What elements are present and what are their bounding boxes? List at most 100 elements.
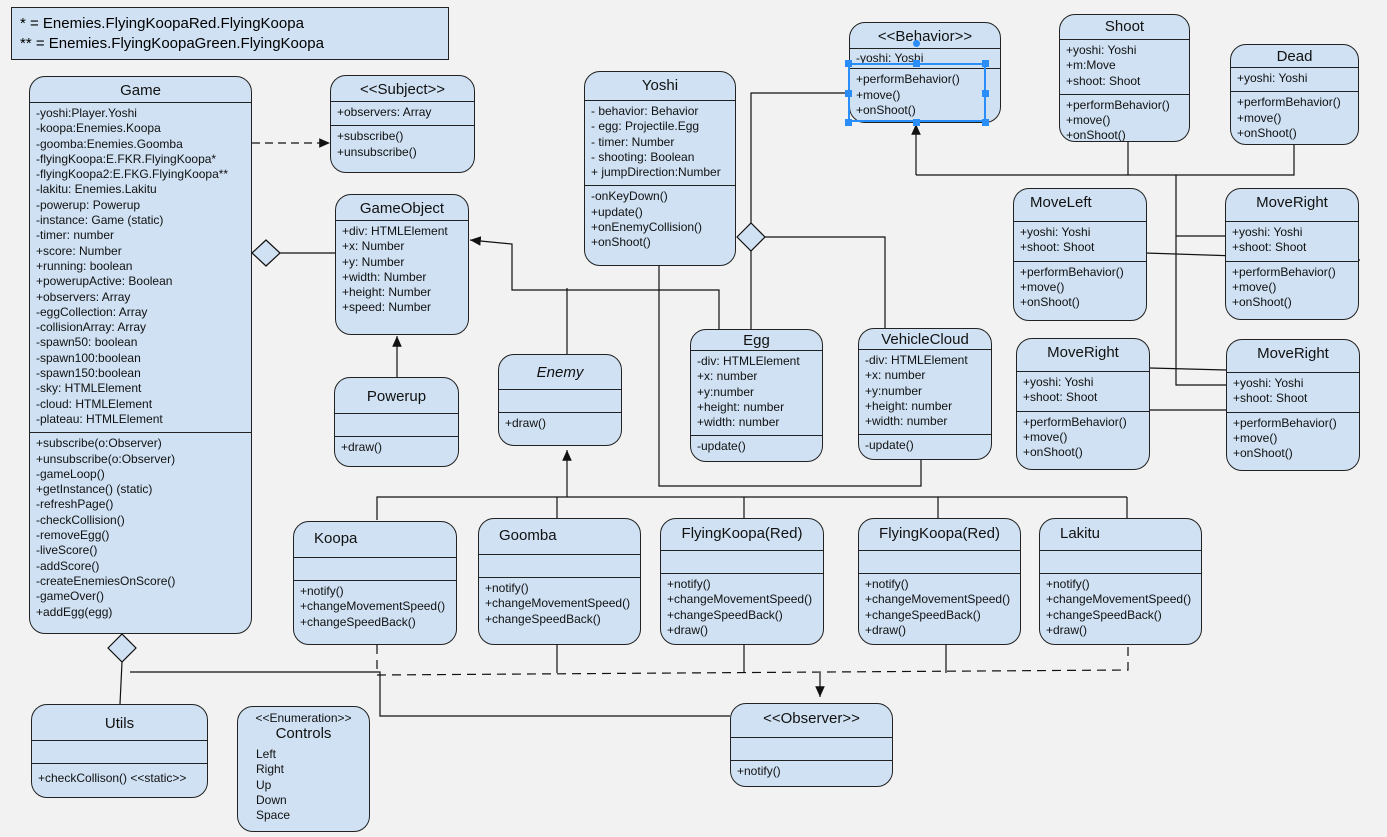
- class-title: Lakitu: [1060, 525, 1101, 542]
- selection-handle[interactable]: [982, 60, 989, 67]
- member-line: +height: Number: [342, 285, 432, 300]
- methods-section: -update(): [859, 434, 991, 458]
- class-dead[interactable]: Dead +yoshi: Yoshi +performBehavior()+mo…: [1230, 44, 1359, 145]
- member-line: +changeSpeedBack(): [1046, 607, 1162, 622]
- member-line: -cloud: HTMLElement: [36, 396, 153, 411]
- member-line: -sky: HTMLElement: [36, 381, 142, 396]
- member-line: +observers: Array: [36, 289, 131, 304]
- attributes-section: [479, 554, 640, 577]
- methods-section: +draw(): [499, 412, 621, 436]
- selection-outline[interactable]: [848, 63, 986, 122]
- member-line: +observers: Array: [337, 105, 432, 119]
- member-line: +powerupActive: Boolean: [36, 274, 173, 289]
- class-title: GameObject: [359, 200, 445, 217]
- class-stereotype: <<Observer>>: [763, 710, 860, 727]
- rotate-handle[interactable]: [913, 40, 920, 47]
- member-line: +yoshi: Yoshi: [1237, 71, 1308, 85]
- class-goomba[interactable]: Goomba +notify()+changeMovementSpeed()+c…: [478, 518, 641, 645]
- methods-section: +notify()+changeMovementSpeed()+changeSp…: [479, 577, 640, 632]
- member-line: -div: HTMLElement: [865, 353, 968, 367]
- member-line: +shoot: Shoot: [1232, 240, 1307, 255]
- class-title: Dead: [1276, 48, 1313, 65]
- class-lakitu[interactable]: Lakitu +notify()+changeMovementSpeed()+c…: [1039, 518, 1202, 645]
- member-line: +notify(): [667, 577, 711, 591]
- member-line: -yoshi:Player.Yoshi: [36, 106, 137, 120]
- methods-section: +notify()+changeMovementSpeed()+changeSp…: [294, 580, 456, 635]
- egg-inheritance: [469, 236, 720, 329]
- class-koopa[interactable]: Koopa +notify()+changeMovementSpeed()+ch…: [293, 521, 457, 645]
- selection-handle[interactable]: [982, 119, 989, 126]
- member-line: +move(): [1237, 110, 1282, 125]
- selection-handle[interactable]: [845, 90, 852, 97]
- attributes-section: -div: HTMLElement+x: number+y:number+hei…: [691, 350, 822, 435]
- methods-section: +performBehavior()+move()+onShoot(): [1227, 411, 1359, 467]
- selection-handle[interactable]: [982, 90, 989, 97]
- member-line: +performBehavior(): [856, 72, 960, 87]
- member-line: +yoshi: Yoshi: [1233, 376, 1304, 390]
- class-moveright-bottom[interactable]: MoveRight +yoshi: Yoshi+shoot: Shoot +pe…: [1226, 339, 1360, 471]
- attributes-section: [1040, 550, 1201, 573]
- selection-handle[interactable]: [913, 119, 920, 126]
- member-line: -spawn50: boolean: [36, 335, 138, 350]
- methods-section: +notify()+changeMovementSpeed()+changeSp…: [1040, 573, 1201, 643]
- member-line: +y:number: [697, 384, 755, 399]
- class-title: Koopa: [314, 530, 358, 547]
- selection-handle[interactable]: [845, 119, 852, 126]
- member-line: +onShoot(): [1023, 445, 1083, 460]
- member-line: +performBehavior(): [1023, 414, 1127, 429]
- member-line: +changeSpeedBack(): [865, 607, 981, 622]
- class-flyingkoopa-red-1[interactable]: FlyingKoopa(Red) +notify()+changeMovemen…: [660, 518, 824, 645]
- class-subject[interactable]: <<Subject>> +observers: Array +subscribe…: [330, 75, 475, 173]
- class-vehiclecloud[interactable]: VehicleCloud -div: HTMLElement+x: number…: [858, 328, 992, 460]
- member-line: +width: Number: [342, 269, 427, 284]
- member-line: +draw(): [341, 440, 383, 454]
- class-moveleft[interactable]: MoveLeft +yoshi: Yoshi+shoot: Shoot +per…: [1013, 188, 1147, 321]
- class-egg[interactable]: Egg -div: HTMLElement+x: number+y:number…: [690, 329, 823, 462]
- member-line: +draw(): [865, 622, 907, 637]
- interface-observer[interactable]: <<Observer>> +notify(): [730, 703, 893, 787]
- class-game[interactable]: Game -yoshi:Player.Yoshi-koopa:Enemies.K…: [29, 76, 252, 634]
- methods-section: +notify()+changeMovementSpeed()+changeSp…: [661, 573, 823, 643]
- class-title: Egg: [743, 332, 770, 349]
- class-enemy[interactable]: Enemy +draw(): [498, 354, 622, 446]
- member-line: +move(): [856, 87, 901, 102]
- methods-section: +performBehavior()+move()+onShoot(): [1014, 260, 1146, 316]
- selection-handle[interactable]: [913, 60, 920, 67]
- member-line: +m:Move: [1066, 58, 1116, 73]
- member-line: - shooting: Boolean: [591, 149, 695, 164]
- class-utils[interactable]: Utils +checkCollison() <<static>>: [31, 704, 208, 798]
- class-title: Enemy: [536, 364, 584, 381]
- class-flyingkoopa-red-2[interactable]: FlyingKoopa(Red) +notify()+changeMovemen…: [858, 518, 1021, 645]
- methods-section: +performBehavior()+move()+onShoot(): [1231, 91, 1358, 144]
- class-title: MoveLeft: [1030, 194, 1092, 211]
- class-stereotype: <<Subject>>: [359, 81, 446, 98]
- member-line: +move(): [1232, 279, 1277, 294]
- class-moveright-middle[interactable]: MoveRight +yoshi: Yoshi+shoot: Shoot +pe…: [1016, 338, 1150, 470]
- attributes-section: -yoshi:Player.Yoshi-koopa:Enemies.Koopa-…: [30, 102, 251, 432]
- observer-link: [130, 671, 730, 717]
- member-line: +yoshi: Yoshi: [1066, 43, 1137, 57]
- member-line: -spawn100:boolean: [36, 350, 141, 365]
- member-line: +height: number: [865, 398, 953, 413]
- member-line: +shoot: Shoot: [1020, 240, 1095, 255]
- member-line: +shoot: Shoot: [1023, 390, 1098, 405]
- class-gameobject[interactable]: GameObject +div: HTMLElement+x: Number+y…: [335, 194, 469, 335]
- member-line: -gameOver(): [36, 589, 105, 604]
- class-behavior[interactable]: <<Behavior>> -yoshi: Yoshi +performBehav…: [849, 22, 1001, 123]
- class-title: VehicleCloud: [881, 331, 969, 348]
- member-line: +running: boolean: [36, 258, 133, 273]
- member-line: -lakitu: Enemies.Lakitu: [36, 182, 157, 197]
- selection-handle[interactable]: [845, 60, 852, 67]
- class-powerup[interactable]: Powerup +draw(): [334, 377, 459, 467]
- class-shoot[interactable]: Shoot +yoshi: Yoshi+m:Move+shoot: Shoot …: [1059, 14, 1190, 142]
- attributes-section: +yoshi: Yoshi+shoot: Shoot: [1227, 372, 1359, 412]
- class-yoshi[interactable]: Yoshi - behavior: Behavior- egg: Project…: [584, 71, 736, 266]
- member-line: -flyingKoopa2:E.FKG.FlyingKoopa**: [36, 167, 229, 182]
- member-line: -onKeyDown(): [591, 189, 668, 204]
- legend-note: * = Enemies.FlyingKoopaRed.FlyingKoopa *…: [11, 7, 449, 60]
- member-line: +yoshi: Yoshi: [1020, 225, 1091, 239]
- class-moveright-top[interactable]: MoveRight +yoshi: Yoshi+shoot: Shoot +pe…: [1225, 188, 1359, 320]
- attributes-section: [731, 737, 892, 760]
